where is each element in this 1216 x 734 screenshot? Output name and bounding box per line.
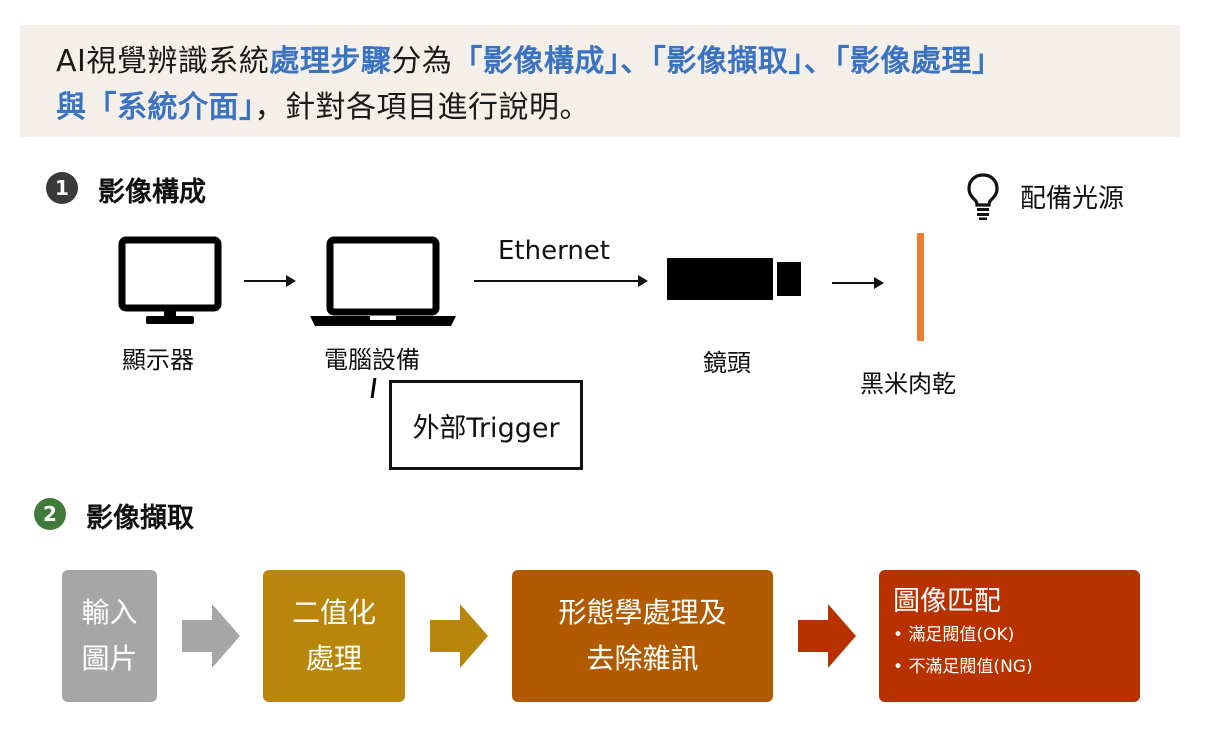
monitor-icon <box>118 236 222 324</box>
camera-lens-icon <box>667 258 801 300</box>
step-input-line2: 圖片 <box>81 642 138 675</box>
step-morphology-line1: 形態學處理及 <box>558 596 727 629</box>
intro-separator: 、 <box>803 44 835 79</box>
section1-title: 影像構成 <box>98 177 206 208</box>
step-matching-bullet-ok: • 滿足閥值(OK) <box>893 625 1015 645</box>
step-binarization-line2: 處理 <box>305 642 362 675</box>
external-trigger-label: 外部Trigger <box>412 412 560 444</box>
step-image-matching: 圖像匹配 • 滿足閥值(OK) • 不滿足閥值(NG) <box>879 570 1140 702</box>
section2-title: 影像擷取 <box>86 503 194 534</box>
laptop-icon <box>310 236 456 326</box>
bullet-ng-text: 不滿足閥值(NG) <box>908 657 1033 677</box>
intro-part: 分為 <box>391 44 453 79</box>
step-binarization-line1: 二值化 <box>291 596 376 629</box>
intro-separator: 、 <box>620 44 651 79</box>
intro-text: AI視覺辨識系統處理步驟分為「影像構成」、「影像擷取」、「影像處理」與「系統介面… <box>56 39 1180 131</box>
computer-label: 電腦設備 <box>324 346 420 374</box>
intro-highlight-composition: 「影像構成」 <box>452 44 621 79</box>
step-matching-title: 圖像匹配 <box>893 586 1001 617</box>
step-morphology-line2: 去除雜訊 <box>586 642 699 675</box>
step-input-image: 輸入 圖片 <box>62 570 157 702</box>
intro-highlight-steps: 處理步驟 <box>269 44 392 79</box>
trigger-connector <box>370 378 377 398</box>
step-binarization: 二值化 處理 <box>263 570 405 702</box>
intro-highlight-processing: 「影像處理」 <box>834 44 1003 79</box>
step-arrow-2 <box>430 604 488 668</box>
monitor-label: 顯示器 <box>122 346 194 374</box>
step-matching-bullet-ng: • 不滿足閥值(NG) <box>893 657 1033 677</box>
arrow-computer-lens <box>474 275 648 287</box>
intro-highlight-capture: 「影像擷取」 <box>650 44 804 79</box>
intro-highlight-interface: 與「系統介面」 <box>56 90 255 125</box>
target-object-bar <box>917 233 924 341</box>
ethernet-label: Ethernet <box>498 236 610 266</box>
step-arrow-1 <box>182 604 240 668</box>
target-label: 黑米肉乾 <box>860 370 956 398</box>
light-source-label: 配備光源 <box>1020 184 1125 214</box>
lightbulb-icon <box>967 173 999 220</box>
step-morphology: 形態學處理及 去除雜訊 <box>512 570 773 702</box>
arrow-monitor-computer <box>244 275 296 287</box>
external-trigger-box: 外部Trigger <box>389 380 583 470</box>
step-arrow-3 <box>798 604 856 668</box>
intro-banner: AI視覺辨識系統處理步驟分為「影像構成」、「影像擷取」、「影像處理」與「系統介面… <box>20 25 1180 137</box>
intro-part: ，針對各項目進行說明。 <box>254 90 590 125</box>
section2-badge: 2 <box>34 498 66 530</box>
lens-label: 鏡頭 <box>703 349 751 377</box>
step-input-line1: 輸入 <box>81 596 138 629</box>
bullet-ok-text: 滿足閥值(OK) <box>908 625 1015 645</box>
intro-part: AI視覺辨識系統 <box>56 44 270 79</box>
arrow-lens-target <box>832 277 884 289</box>
section1-badge: 1 <box>46 172 78 204</box>
